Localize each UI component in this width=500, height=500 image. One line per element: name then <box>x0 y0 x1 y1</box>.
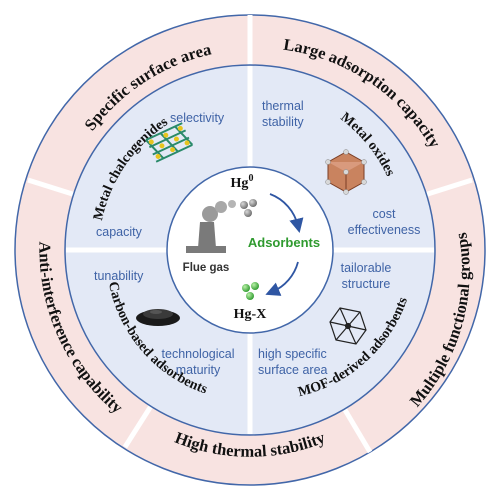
prop-capacity: capacity <box>96 225 143 239</box>
prop-tech-line2: maturity <box>176 363 221 377</box>
flue-gas-label: Flue gas <box>183 262 230 274</box>
hgx-atoms-icon <box>242 282 259 300</box>
carbon-powder-icon <box>136 309 180 326</box>
metal-oxide-crystal-icon <box>325 149 367 195</box>
mof-framework-icon <box>329 307 367 345</box>
prop-thermal-line1: thermal <box>262 99 304 113</box>
hg0-atoms-icon <box>240 199 257 217</box>
arrow-top-icon <box>269 193 304 234</box>
prop-tunability: tunability <box>94 269 144 283</box>
prop-selectivity: selectivity <box>170 111 225 125</box>
hgx-label: Hg-X <box>234 307 267 322</box>
prop-cost-line1: cost <box>373 207 396 221</box>
prop-tailor-line1: tailorable <box>341 261 392 275</box>
prop-cost-line2: effectiveness <box>348 223 421 237</box>
chimney-icon <box>186 200 236 253</box>
arrow-bottom-icon <box>265 261 299 296</box>
prop-thermal-line2: stability <box>262 115 304 129</box>
prop-high-line2: surface area <box>258 363 328 377</box>
prop-high-line1: high specific <box>258 347 327 361</box>
prop-tailor-line2: structure <box>342 277 391 291</box>
metal-chalcogenide-crystal-icon <box>145 122 194 163</box>
adsorbents-label: Adsorbents <box>248 235 320 250</box>
hg0-label: Hg0 <box>231 173 254 191</box>
prop-tech-line1: technological <box>162 347 235 361</box>
